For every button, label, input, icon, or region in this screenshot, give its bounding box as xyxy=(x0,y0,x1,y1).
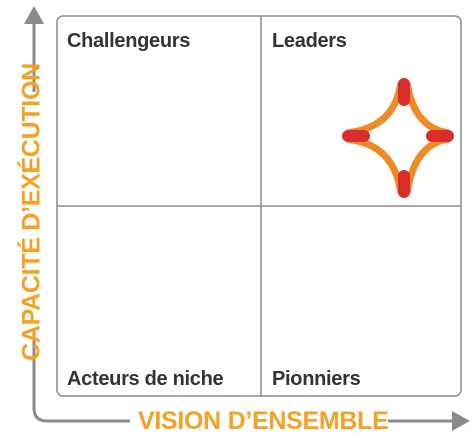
quadrant-label-pionniers: Pionniers xyxy=(272,368,361,390)
y-axis-arrow-icon xyxy=(24,6,44,24)
quadrant-label-challengeurs: Challengeurs xyxy=(67,30,191,52)
quadrant-label-leaders: Leaders xyxy=(272,30,347,52)
quadrant-label-acteurs-de-niche: Acteurs de niche xyxy=(67,368,224,390)
four-point-star-icon xyxy=(342,78,454,198)
x-axis-line-left xyxy=(32,407,130,423)
x-axis-label: VISION D’ENSEMBLE xyxy=(138,407,389,435)
x-axis-arrow-icon xyxy=(452,411,470,431)
y-axis-label: CAPACITÉ D’EXÉCUTION xyxy=(17,63,46,361)
